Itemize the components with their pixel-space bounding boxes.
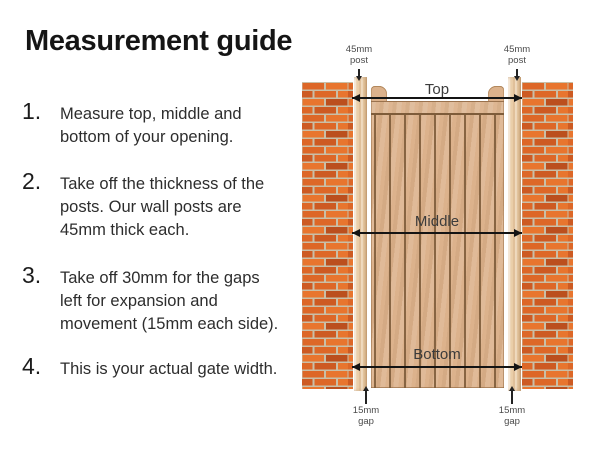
measurement-label-bottom: Bottom bbox=[413, 346, 461, 363]
post-label-right: 45mm post bbox=[503, 44, 531, 67]
gate bbox=[371, 101, 504, 388]
step-number: 4. bbox=[22, 353, 42, 379]
down-arrow-icon bbox=[514, 69, 520, 81]
down-arrow-icon bbox=[356, 69, 362, 81]
page-title: Measurement guide bbox=[25, 25, 293, 57]
step-4: 4. This is your actual gate width. bbox=[22, 355, 307, 381]
step-number: 3. bbox=[22, 262, 42, 288]
step-3: 3. Take off 30mm for the gaps left for e… bbox=[22, 264, 307, 336]
measurement-label-middle: Middle bbox=[414, 213, 460, 230]
post-label-left: 45mm post bbox=[345, 44, 373, 67]
measurement-label-top: Top bbox=[424, 81, 450, 98]
measure-arrow-bottom-icon bbox=[352, 363, 522, 371]
step-1: 1. Measure top, middle and bottom of you… bbox=[22, 100, 307, 149]
up-arrow-icon bbox=[509, 386, 515, 404]
step-number: 1. bbox=[22, 98, 42, 124]
measure-arrow-middle-icon bbox=[352, 229, 522, 237]
step-text: Take off 30mm for the gaps left for expa… bbox=[60, 269, 279, 333]
wall-post-left bbox=[354, 77, 367, 391]
gap-label-right: 15mm gap bbox=[498, 405, 526, 428]
step-text: Measure top, middle and bottom of your o… bbox=[60, 105, 242, 146]
step-number: 2. bbox=[22, 168, 42, 194]
brick-wall-left bbox=[302, 82, 353, 389]
gate-planks bbox=[374, 115, 501, 388]
step-text: This is your actual gate width. bbox=[60, 360, 278, 378]
step-text: Take off the thickness of the posts. Our… bbox=[60, 175, 265, 239]
step-2: 2. Take off the thickness of the posts. … bbox=[22, 170, 307, 242]
measure-arrow-top-icon bbox=[352, 94, 522, 102]
brick-wall-right bbox=[522, 82, 573, 389]
up-arrow-icon bbox=[363, 386, 369, 404]
gate-top-rail bbox=[371, 101, 504, 115]
gap-label-left: 15mm gap bbox=[352, 405, 380, 428]
